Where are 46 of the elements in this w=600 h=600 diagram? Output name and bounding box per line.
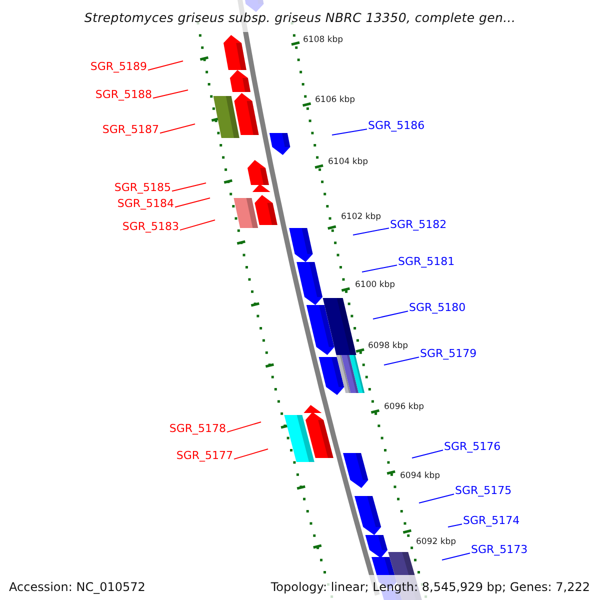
leader-line [152, 90, 188, 99]
gene-label: SGR_5174 [463, 514, 520, 528]
gene-label: SGR_5187 [102, 123, 159, 137]
gene-label: SGR_5181 [398, 255, 455, 269]
scale-tick-label: 6096 kbp [384, 402, 424, 413]
leader-line [412, 450, 444, 458]
leader-line [172, 182, 206, 192]
leader-line [362, 264, 398, 272]
gene-label: SGR_5179 [420, 347, 477, 361]
leader-line [332, 128, 368, 136]
leader-line [384, 356, 420, 366]
scale-tick-label: 6104 kbp [328, 157, 368, 168]
scale-tick-label: 6092 kbp [416, 537, 456, 548]
leader-line [448, 524, 462, 528]
leader-line [148, 60, 184, 71]
leader-line [442, 552, 470, 560]
leader-line [352, 228, 390, 236]
gene-label: SGR_5177 [176, 449, 233, 463]
gene-label: SGR_5186 [368, 119, 425, 133]
gene-label: SGR_5173 [471, 543, 528, 557]
gene-label: SGR_5180 [409, 301, 466, 315]
gene-label: SGR_5189 [90, 60, 147, 74]
leader-line [372, 310, 408, 320]
leader-line [418, 494, 454, 504]
gene-label: SGR_5182 [390, 218, 447, 232]
gene-label: SGR_5185 [114, 181, 171, 195]
leader-line [174, 198, 210, 208]
gene-label: SGR_5184 [117, 197, 174, 211]
gene-label: SGR_5188 [95, 88, 152, 102]
leader-line [226, 422, 262, 433]
footer-text: Accession: NC_010572 [9, 580, 146, 595]
leader-line [180, 220, 216, 231]
scale-tick-label: 6106 kbp [315, 95, 356, 106]
leader-line [160, 124, 196, 134]
leader-line [234, 448, 268, 460]
scale-tick-label: 6098 kbp [368, 341, 408, 352]
footer-text: Topology: linear; Length: 8,545,929 bp; Genes: 7,222 [270, 580, 590, 595]
scale-tick-label: 6094 kbp [400, 471, 440, 482]
scale-tick-label: 6102 kbp [341, 212, 382, 223]
title: Streptomyces griseus subsp. griseus NBRC 13350, complete gen... [83, 10, 517, 25]
gene-label: SGR_5183 [122, 220, 179, 234]
gene-label: SGR_5178 [169, 422, 226, 436]
gene-label: SGR_5176 [444, 440, 501, 454]
scale-tick-label: 6100 kbp [355, 280, 396, 291]
gene-label: SGR_5175 [455, 484, 512, 498]
scale-tick-label: 6108 kbp [303, 35, 344, 46]
